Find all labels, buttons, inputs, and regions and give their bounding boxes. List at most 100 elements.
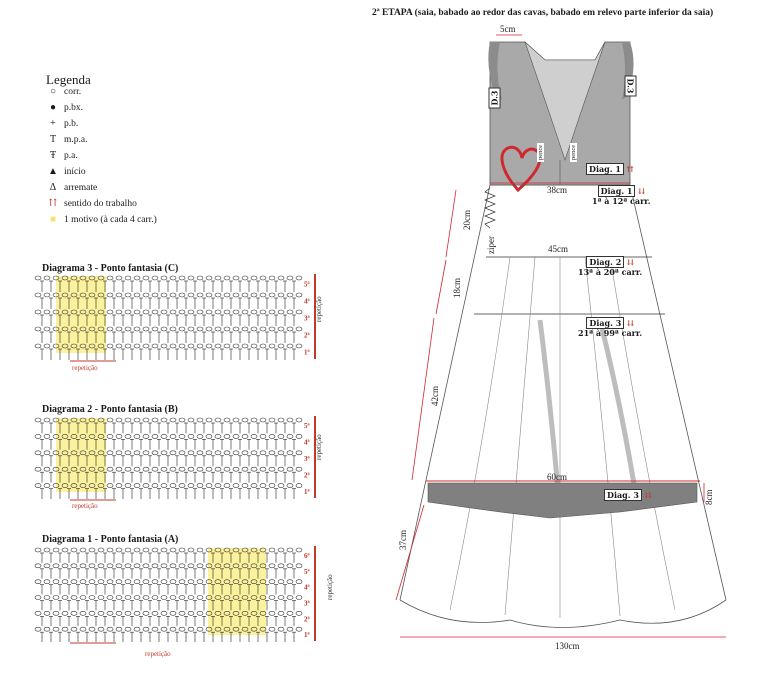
chain-stitch (34, 611, 42, 616)
chain-stitch (43, 466, 51, 472)
chain-stitch (133, 326, 141, 332)
chain-stitch (151, 343, 159, 349)
chain-stitch (223, 547, 231, 553)
legend-item: ⇈sentido do trabalho (48, 198, 137, 209)
chain-stitch (43, 275, 51, 281)
chain-stitch (115, 466, 123, 472)
chain-stitch (250, 563, 258, 569)
chain-stitch (187, 434, 195, 439)
chain-stitch (52, 275, 60, 281)
chain-stitch (124, 343, 132, 349)
chain-stitch (34, 626, 42, 632)
chain-stitch (52, 611, 60, 616)
chain-stitch (34, 595, 42, 600)
chain-stitch (34, 275, 42, 281)
chain-stitch (142, 309, 150, 315)
chain-stitch (250, 309, 258, 315)
chain-stitch (52, 547, 60, 553)
chain-stitch (277, 611, 285, 616)
chain-stitch (187, 326, 195, 332)
legend-label: início (64, 166, 86, 177)
row-number: 1ª (304, 349, 311, 357)
chain-stitch (169, 343, 177, 349)
chain-stitch (169, 611, 177, 616)
chain-stitch (286, 450, 294, 456)
chain-stitch (106, 626, 114, 632)
chain-stitch (277, 309, 285, 315)
chain-stitch (214, 563, 222, 569)
chain-stitch (214, 450, 222, 456)
down-arrows-icon: ⇊ (644, 490, 652, 500)
chain-stitch (223, 292, 231, 298)
chain-stitch (97, 595, 105, 600)
chain-stitch (97, 275, 105, 281)
chain-stitch (259, 563, 267, 569)
row-number: 4ª (304, 439, 311, 447)
chain-stitch (286, 275, 294, 281)
chain-stitch (151, 563, 159, 569)
chain-stitch (133, 450, 141, 456)
chain-stitch (124, 626, 132, 632)
chain-stitch (277, 292, 285, 298)
chain-stitch (259, 595, 267, 600)
chain-stitch (187, 275, 195, 281)
chain-stitch (70, 547, 78, 553)
chain-stitch (61, 292, 69, 298)
chain-stitch (241, 343, 249, 349)
chain-stitch (61, 626, 69, 632)
diagram-1-repeat-label: repetição (145, 650, 171, 658)
chain-stitch (124, 547, 132, 553)
chain-stitch (142, 434, 150, 439)
chain-stitch (79, 563, 87, 569)
chain-stitch (97, 466, 105, 472)
row-number: 5ª (304, 281, 311, 289)
chain-stitch (286, 563, 294, 569)
legend-item: +p.b. (48, 118, 78, 129)
chain-stitch (115, 434, 123, 439)
chain-stitch (169, 292, 177, 298)
chain-stitch (169, 595, 177, 600)
chain-stitch (34, 434, 42, 439)
motif-highlight (208, 548, 266, 635)
chain-stitch (79, 326, 87, 332)
chain-stitch (79, 309, 87, 315)
chain-stitch (115, 547, 123, 553)
chain-stitch (232, 450, 240, 456)
chain-stitch (124, 611, 132, 616)
chain-stitch (169, 275, 177, 281)
chain-stitch (142, 292, 150, 298)
chain-stitch (34, 326, 42, 332)
motif-highlight (56, 418, 106, 492)
chain-stitch (286, 417, 294, 423)
chain-stitch (286, 343, 294, 349)
chain-stitch (160, 595, 168, 600)
chain-stitch (187, 595, 195, 600)
chain-stitch (232, 595, 240, 600)
mid-measure: 45cm (548, 244, 568, 254)
chain-stitch (61, 434, 69, 439)
chain-stitch (214, 466, 222, 472)
chain-stitch (178, 292, 186, 298)
chain-stitch (232, 563, 240, 569)
chain-stitch (169, 417, 177, 423)
chain-stitch (295, 563, 303, 569)
chain-stitch (196, 563, 204, 569)
chain-stitch (169, 309, 177, 315)
chain-stitch (151, 611, 159, 616)
chain-stitch (88, 326, 96, 332)
chain-stitch (259, 483, 267, 488)
diagram-2-repeat-label: repetição (72, 502, 98, 510)
chain-stitch (115, 417, 123, 423)
chain-stitch (259, 292, 267, 298)
chain-stitch (268, 483, 276, 488)
chain-stitch (241, 547, 249, 553)
chain-stitch (241, 292, 249, 298)
chain-stitch (79, 450, 87, 456)
chain-stitch (61, 343, 69, 349)
chain-stitch (61, 611, 69, 616)
chain-stitch (232, 275, 240, 281)
row-number: 3ª (304, 455, 311, 463)
chain-stitch (250, 326, 258, 332)
